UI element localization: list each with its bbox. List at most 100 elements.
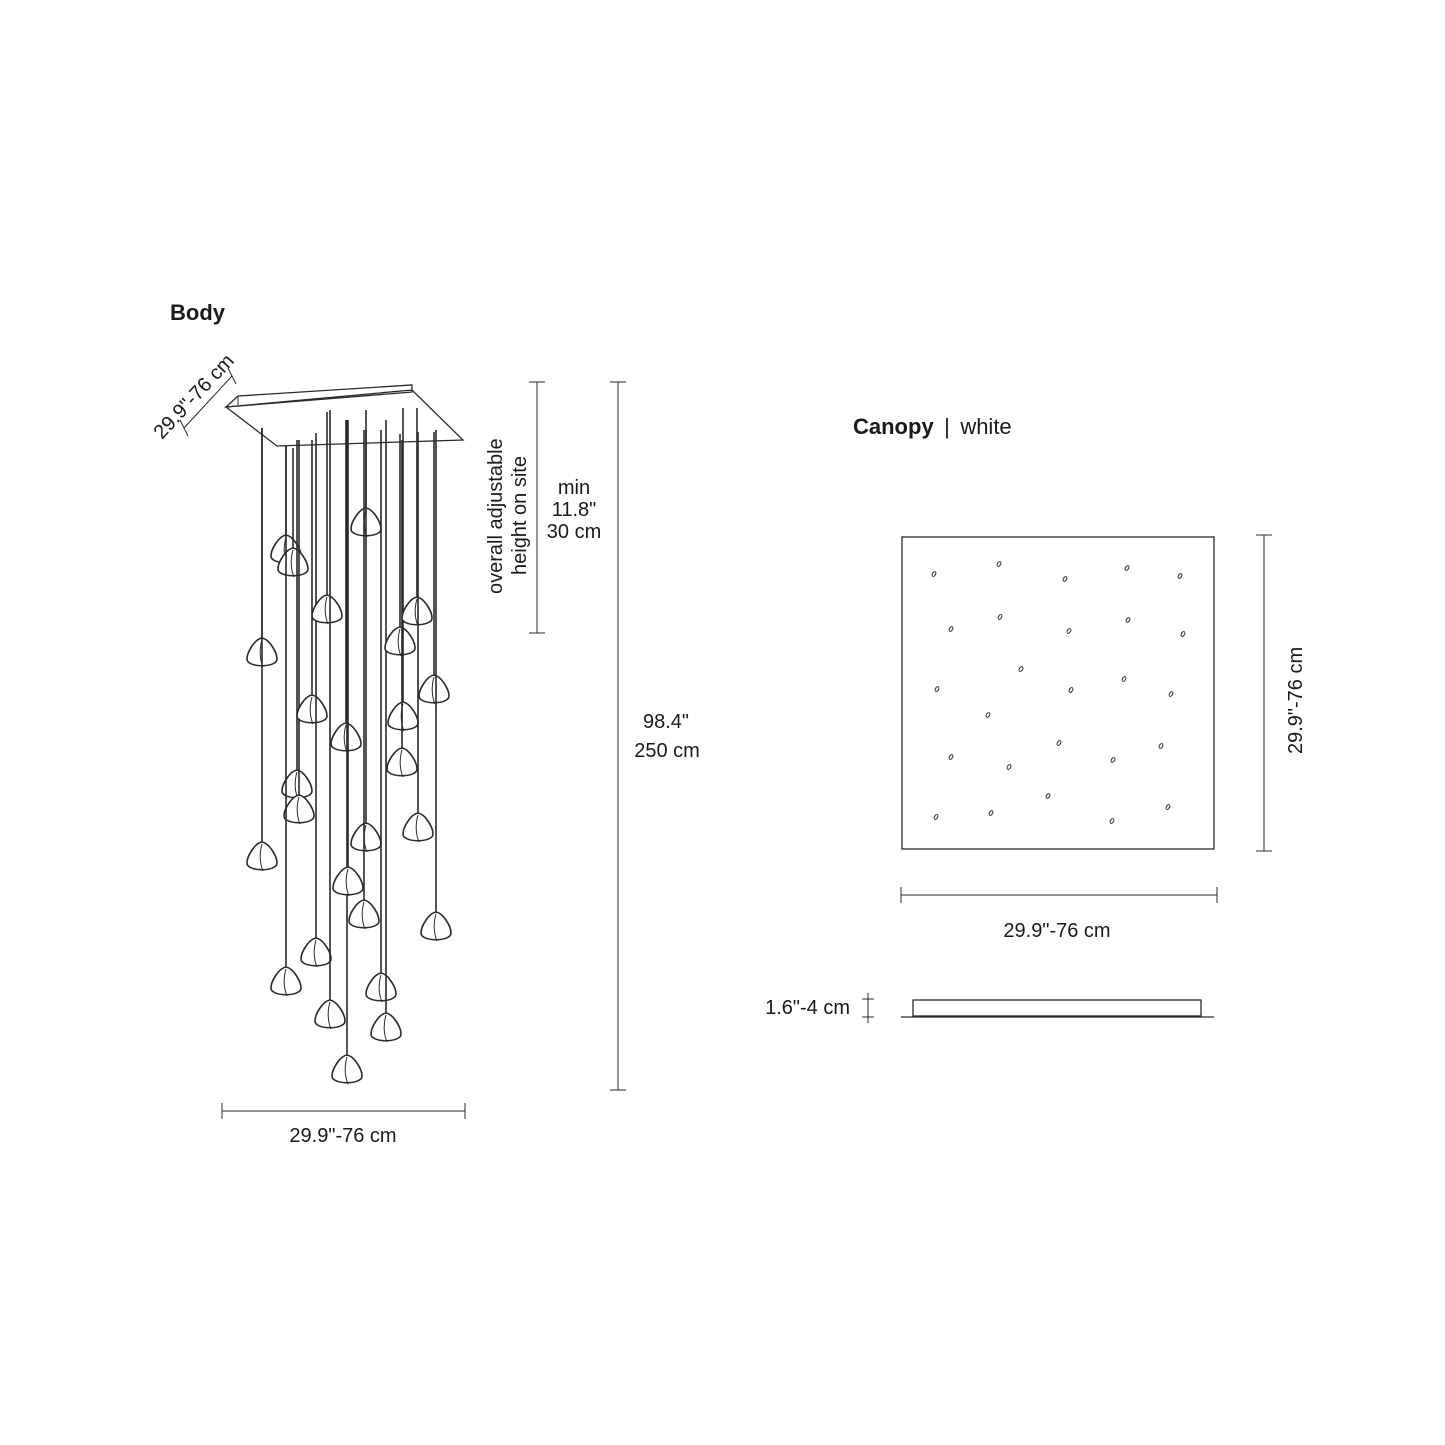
shade-seam — [399, 749, 404, 778]
pendant-13 — [331, 420, 363, 1085]
adjustable-label-line2: height on site — [509, 456, 531, 575]
shade-seam — [313, 939, 318, 968]
shade-seam — [433, 913, 438, 942]
pendant-20 — [384, 434, 416, 657]
glass-shade — [332, 866, 364, 896]
canopy-width-label: 29.9"-76 cm — [1003, 920, 1110, 942]
pendant-12 — [330, 420, 362, 753]
canopy-view: Canopy | white 29.9"-76 cm 29.9"-76 cm — [765, 414, 1307, 1023]
canopy-thickness-dimension: 1.6"-4 cm — [765, 993, 874, 1023]
cable-hole — [1110, 757, 1116, 763]
glass-shade — [386, 747, 418, 777]
pendant-25 — [418, 432, 450, 705]
body-view: Body 29.9"-76 cm 29.9"-76 cm — [150, 300, 700, 1147]
shade-seam — [383, 1014, 388, 1043]
pendant-22 — [386, 440, 418, 778]
glass-shade — [283, 794, 315, 824]
adjustable-label-line1: overall adjustable — [485, 438, 507, 594]
pendant-cluster — [246, 408, 452, 1085]
cable-hole — [1180, 631, 1186, 637]
pendant-7 — [270, 446, 302, 997]
pendant-17 — [348, 430, 380, 930]
min-label: min — [558, 477, 590, 499]
canopy-title: Canopy | white — [853, 414, 1012, 439]
cable-hole — [934, 686, 940, 692]
cable-hole — [1124, 565, 1130, 571]
shade-seam — [259, 843, 264, 872]
body-depth-dimension: 29.9"-76 cm — [150, 350, 239, 443]
cable-hole — [1168, 691, 1174, 697]
cable-hole — [1177, 573, 1183, 579]
pendant-2 — [246, 428, 278, 872]
shade-seam — [327, 1001, 332, 1030]
cable-hole — [1018, 666, 1024, 672]
pendant-24 — [402, 432, 434, 843]
cable-hole — [988, 810, 994, 816]
body-canopy-plate — [224, 384, 465, 447]
canopy-depth-label: 29.9"-76 cm — [1285, 647, 1307, 754]
glass-shade — [401, 596, 433, 626]
cable-hole — [1056, 740, 1062, 746]
pendant-21 — [387, 408, 419, 732]
pendant-6 — [283, 440, 315, 825]
overall-height-centimeters: 250 cm — [634, 740, 700, 762]
canopy-title-text: Canopy — [853, 414, 934, 439]
shade-seam — [296, 796, 301, 825]
pendant-19 — [370, 420, 402, 1043]
shade-seam — [378, 974, 383, 1003]
cable-hole — [1125, 617, 1131, 623]
overall-height-dimension: 98.4" 250 cm — [610, 381, 700, 1091]
shade-seam — [309, 696, 314, 725]
canopy-cable-holes — [931, 561, 1186, 824]
min-centimeters: 30 cm — [547, 521, 601, 543]
pendant-18 — [365, 430, 397, 1003]
cable-hole — [1062, 576, 1068, 582]
glass-shade — [314, 999, 346, 1029]
cable-hole — [985, 712, 991, 718]
cable-hole — [931, 571, 937, 577]
canopy-title-separator: | — [944, 414, 950, 439]
pendant-9 — [300, 433, 332, 968]
glass-shade — [365, 972, 397, 1002]
canopy-width-dimension: 29.9"-76 cm — [900, 887, 1218, 942]
min-height-dimension: overall adjustable height on site min 11… — [485, 381, 601, 634]
glass-shade — [270, 966, 302, 996]
pendant-14 — [332, 420, 364, 897]
glass-shade — [418, 674, 450, 704]
glass-shade — [350, 822, 382, 852]
cable-hole — [933, 814, 939, 820]
cable-hole — [1066, 628, 1072, 634]
glass-shade — [348, 899, 380, 929]
glass-shade — [420, 911, 452, 941]
pendant-11 — [314, 410, 346, 1030]
overall-height-inches: 98.4" — [643, 711, 689, 733]
cable-hole — [1006, 764, 1012, 770]
glass-shade — [296, 694, 328, 724]
shade-seam — [397, 628, 402, 657]
glass-shade — [370, 1012, 402, 1042]
cable-hole — [948, 626, 954, 632]
cable-hole — [1158, 743, 1164, 749]
shade-seam — [283, 968, 288, 997]
glass-shade — [402, 812, 434, 842]
glass-shade — [331, 1054, 363, 1084]
cable-hole — [1121, 676, 1127, 682]
shade-seam — [344, 1056, 349, 1085]
cable-hole — [1045, 793, 1051, 799]
shade-seam — [324, 596, 329, 625]
glass-shade — [246, 841, 278, 871]
cable-hole — [996, 561, 1002, 567]
canopy-side-view — [901, 999, 1214, 1018]
shade-seam — [345, 868, 350, 897]
canopy-thickness-label: 1.6"-4 cm — [765, 997, 850, 1019]
body-width-dimension: 29.9"-76 cm — [221, 1103, 466, 1147]
pendant-10 — [311, 412, 343, 625]
shade-seam — [361, 901, 366, 930]
canopy-finish: white — [959, 414, 1011, 439]
canopy-top-view — [901, 536, 1215, 850]
pendant-16 — [350, 430, 382, 853]
body-title: Body — [170, 300, 226, 325]
canopy-depth-dimension: 29.9"-76 cm — [1256, 534, 1307, 852]
cable-hole — [1068, 687, 1074, 693]
cable-hole — [997, 614, 1003, 620]
